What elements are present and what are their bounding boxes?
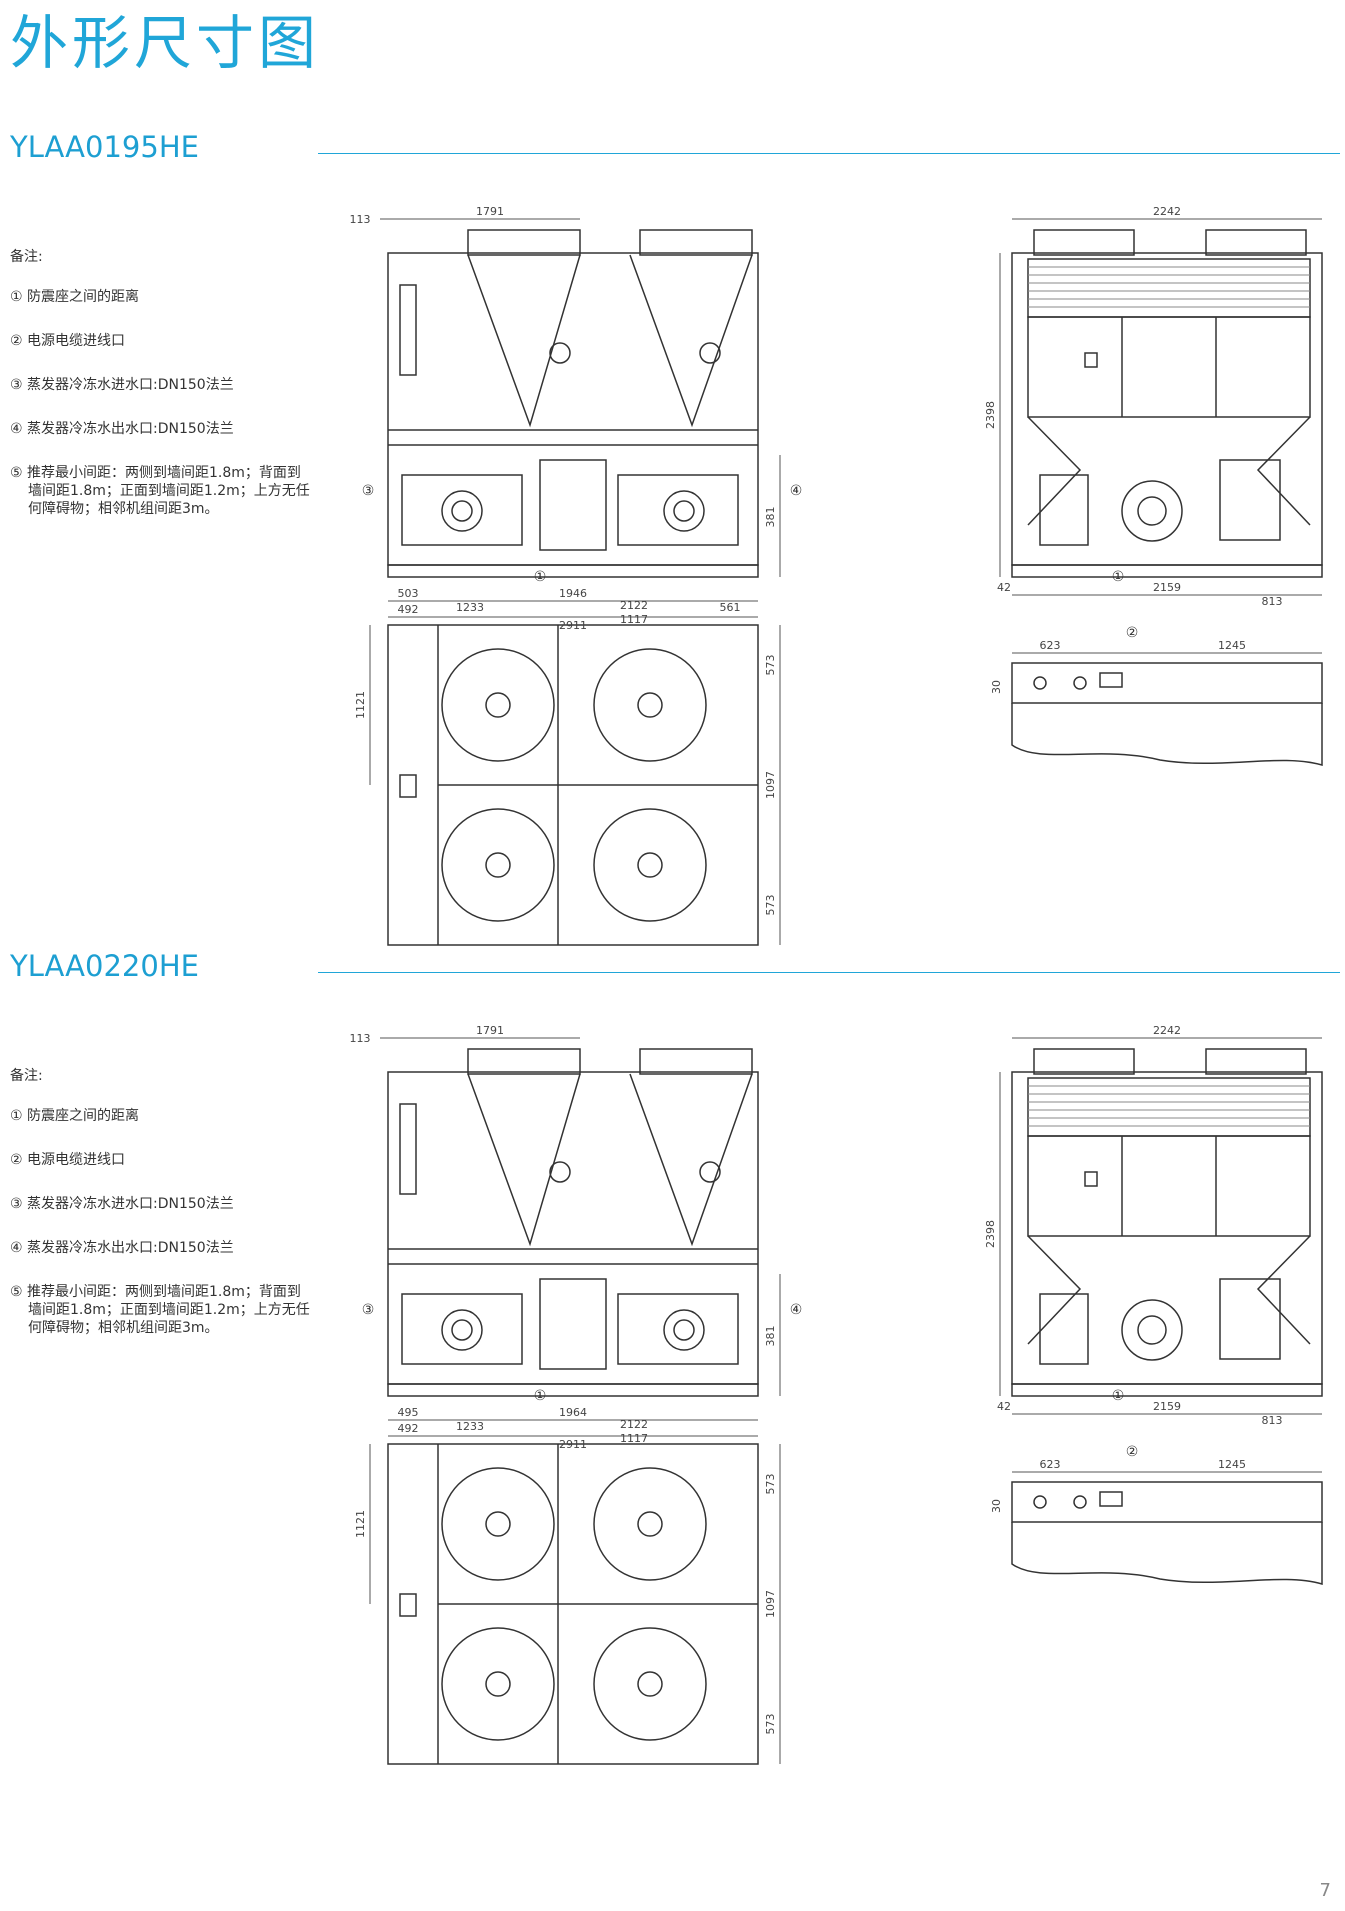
callout-2: ②: [1126, 1444, 1139, 1460]
section-divider: [318, 972, 1340, 973]
dimension-drawing-1: 113 1791 2242 2398 381 503 492 1946 2122…: [350, 205, 1323, 946]
dim-length: 2911: [559, 619, 587, 632]
dim-1233: 1233: [456, 1420, 484, 1433]
dim-1245: 1245: [1218, 1458, 1246, 1471]
callout-4: ④: [790, 483, 803, 499]
dim-573: 573: [764, 655, 777, 676]
dim-height: 2398: [984, 1220, 997, 1248]
dim-573: 573: [764, 1474, 777, 1495]
callout-4: ④: [790, 1302, 803, 1318]
callout-2: ②: [1126, 625, 1139, 641]
note-item: ③ 蒸发器冷冻水进水口:DN150法兰: [10, 377, 234, 393]
side-view: [1011, 229, 1323, 578]
top-view: [387, 1443, 759, 1765]
dim-width: 2242: [1153, 205, 1181, 218]
callout-3: ③: [362, 483, 375, 499]
dim-1121: 1121: [354, 1510, 367, 1538]
model-header-1: YLAA0195HE: [10, 133, 1340, 173]
callout-1: ①: [534, 1388, 547, 1404]
note-item: ① 防震座之间的距离: [10, 1108, 140, 1124]
dim-492: 492: [398, 603, 419, 616]
dim-2122: 2122: [620, 599, 648, 612]
dim-503: 503: [398, 587, 419, 600]
dim-1233: 1233: [456, 601, 484, 614]
side-view: [1011, 1048, 1323, 1397]
dim-fan-span: 1791: [476, 1024, 504, 1037]
dim-573: 573: [764, 1714, 777, 1735]
dim-42: 42: [997, 581, 1011, 594]
dim-1097: 1097: [764, 1590, 777, 1618]
front-view: [387, 229, 759, 578]
dim-1117: 1117: [620, 613, 648, 626]
dim-623: 623: [1040, 1458, 1061, 1471]
callout-3: ③: [362, 1302, 375, 1318]
dim-height: 2398: [984, 401, 997, 429]
dim-1245: 1245: [1218, 639, 1246, 652]
dim-1964: 1964: [559, 1406, 587, 1419]
dim-pipe-height: 381: [764, 1326, 777, 1347]
note-item: ② 电源电缆进线口: [10, 1152, 126, 1168]
notes-title: 备注:: [10, 1068, 43, 1084]
dim-pipe-height: 381: [764, 507, 777, 528]
page-number: 7: [1319, 1880, 1331, 1901]
dim-813: 813: [1262, 595, 1283, 608]
dim-573: 573: [764, 895, 777, 916]
callout-1: ①: [1112, 1388, 1125, 1404]
note-item: ⑤ 推荐最小间距：两侧到墙间距1.8m；背面到墙间距1.8m；正面到墙间距1.2…: [10, 465, 310, 517]
note-item: ④ 蒸发器冷冻水出水口:DN150法兰: [10, 421, 234, 437]
dim-1946: 1946: [559, 587, 587, 600]
note-item: ② 电源电缆进线口: [10, 333, 126, 349]
notes-title: 备注:: [10, 249, 43, 265]
note-item: ⑤ 推荐最小间距：两侧到墙间距1.8m；背面到墙间距1.8m；正面到墙间距1.2…: [10, 1284, 310, 1336]
dim-492: 492: [398, 1422, 419, 1435]
plan-view: [1011, 662, 1323, 766]
notes-block-2: 备注: ① 防震座之间的距离 ② 电源电缆进线口 ③ 蒸发器冷冻水进水口:DN1…: [10, 1067, 310, 1363]
dim-fan-span: 1791: [476, 205, 504, 218]
model-name: YLAA0195HE: [10, 130, 199, 164]
note-item: ③ 蒸发器冷冻水进水口:DN150法兰: [10, 1196, 234, 1212]
dim-495: 495: [398, 1406, 419, 1419]
page-title: 外形尺寸图: [10, 9, 321, 77]
front-view: [387, 1048, 759, 1397]
dim-30: 30: [990, 680, 1003, 694]
dim-2122: 2122: [620, 1418, 648, 1431]
dim-width: 2242: [1153, 1024, 1181, 1037]
dim-2159: 2159: [1153, 581, 1181, 594]
model-name: YLAA0220HE: [10, 949, 199, 983]
section-divider: [318, 153, 1340, 154]
dim-1117: 1117: [620, 1432, 648, 1445]
dimension-drawing-2: 113 1791 2242 2398 381 495 492 1964 2122…: [350, 1024, 1323, 1765]
dim-30: 30: [990, 1499, 1003, 1513]
dim-length: 2911: [559, 1438, 587, 1451]
callout-1: ①: [1112, 569, 1125, 585]
model-header-2: YLAA0220HE: [10, 952, 1340, 992]
dim-42: 42: [997, 1400, 1011, 1413]
dim-623: 623: [1040, 639, 1061, 652]
plan-view: [1011, 1481, 1323, 1585]
note-item: ④ 蒸发器冷冻水出水口:DN150法兰: [10, 1240, 234, 1256]
dim-top-offset: 113: [350, 213, 371, 226]
note-item: ① 防震座之间的距离: [10, 289, 140, 305]
dim-813: 813: [1262, 1414, 1283, 1427]
dim-top-offset: 113: [350, 1032, 371, 1045]
dim-561: 561: [720, 601, 741, 614]
callout-1: ①: [534, 569, 547, 585]
notes-block-1: 备注: ① 防震座之间的距离 ② 电源电缆进线口 ③ 蒸发器冷冻水进水口:DN1…: [10, 248, 310, 544]
top-view: [387, 624, 759, 946]
dim-2159: 2159: [1153, 1400, 1181, 1413]
dim-1121: 1121: [354, 691, 367, 719]
dim-1097: 1097: [764, 771, 777, 799]
